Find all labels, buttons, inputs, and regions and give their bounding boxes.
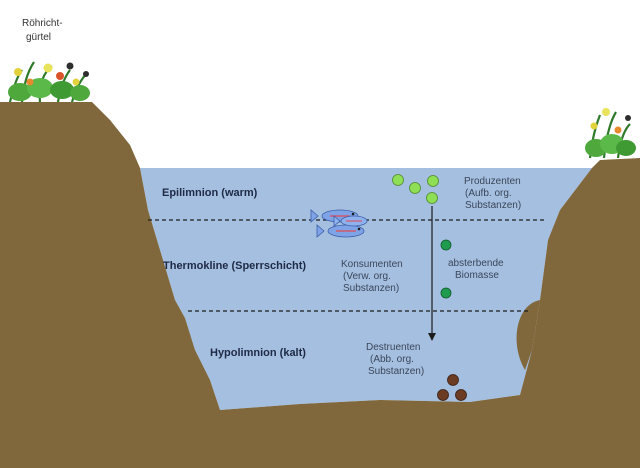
producers-label-line1: Produzenten	[464, 176, 521, 187]
biomass-dots	[440, 239, 452, 299]
left-bank	[0, 102, 640, 468]
water-body	[140, 168, 592, 410]
decomposer-dots	[437, 374, 467, 401]
decomposers-label-line3: Substanzen)	[368, 366, 424, 377]
right-bank-lobe	[516, 300, 540, 370]
sinking-arrow-head	[428, 333, 436, 341]
consumers-label-line1: Konsumenten	[341, 259, 403, 270]
consumers-label-line3: Substanzen)	[343, 283, 399, 294]
reed-belt-label-line1: Röhricht-	[22, 18, 63, 29]
producer-dots	[392, 174, 439, 204]
fish-icon	[310, 209, 368, 238]
biomass-label-line1: absterbende	[448, 258, 504, 269]
hypolimnion-label: Hypolimnion (kalt)	[210, 347, 306, 359]
reed-belt-label-line2: gürtel	[26, 32, 51, 43]
producers-label-line2: (Aufb. org.	[465, 188, 512, 199]
producers-label-line3: Substanzen)	[465, 200, 521, 211]
decomposers-label-line2: (Abb. org.	[370, 354, 414, 365]
consumers-label-line2: (Verw. org.	[343, 271, 391, 282]
thermocline-label: Thermokline (Sperrschicht)	[163, 260, 306, 272]
reed-plant-icon	[585, 108, 636, 159]
decomposers-label-line1: Destruenten	[366, 342, 420, 353]
epilimnion-label: Epilimnion (warm)	[162, 187, 258, 199]
reed-plant-icon	[8, 61, 90, 103]
biomass-label-line2: Biomasse	[455, 270, 499, 281]
